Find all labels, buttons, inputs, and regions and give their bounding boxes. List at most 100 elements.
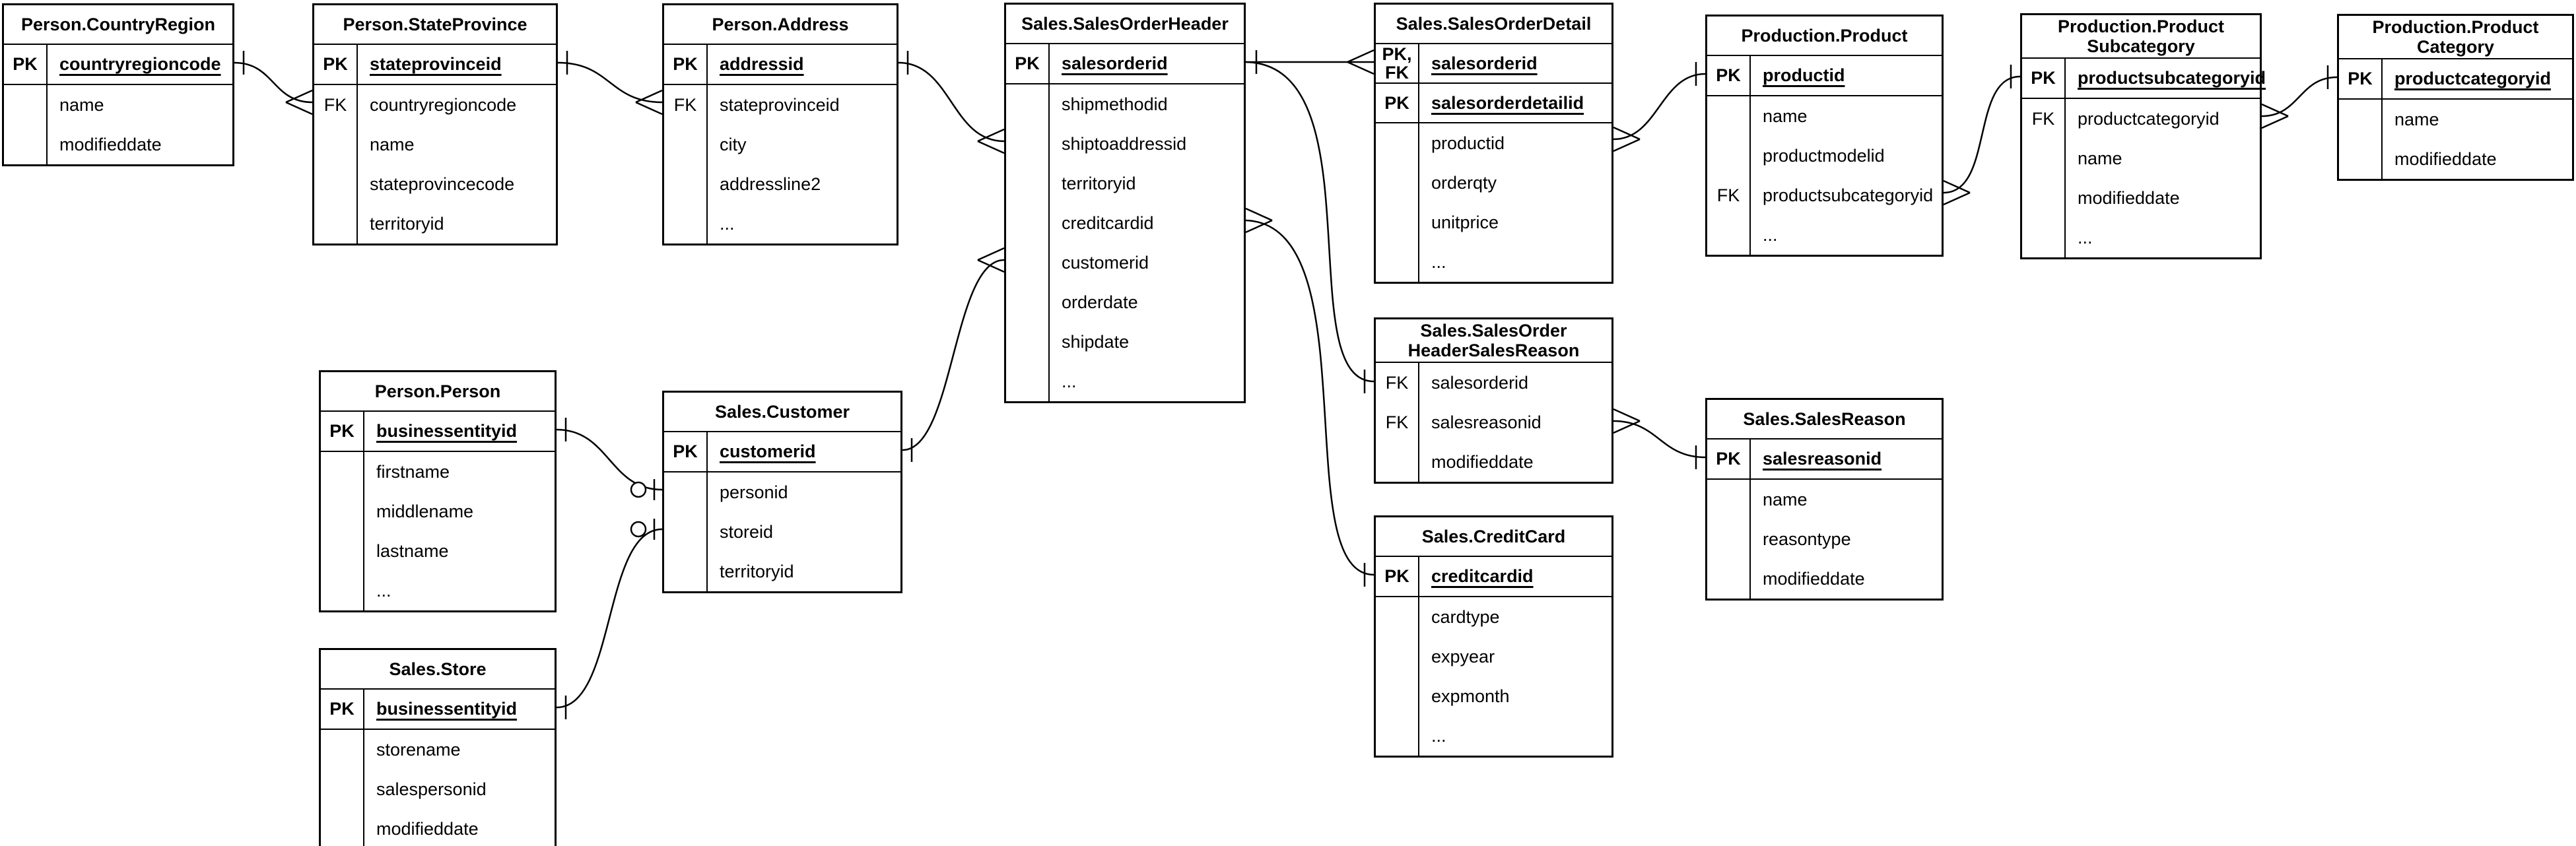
table-row: shipdate bbox=[1006, 322, 1244, 362]
table-row: ... bbox=[1376, 242, 1611, 282]
column-name: cardtype bbox=[1431, 606, 1500, 627]
column-name: shipdate bbox=[1062, 331, 1130, 352]
column-name: name bbox=[59, 94, 104, 115]
key-label bbox=[314, 164, 358, 204]
column-name: creditcardid bbox=[1062, 212, 1154, 233]
column-name: salesorderid bbox=[1431, 372, 1529, 393]
column-name: productcategoryid bbox=[2394, 69, 2552, 88]
table-row: territoryid bbox=[1006, 164, 1244, 203]
column-name: personid bbox=[720, 482, 788, 502]
column-name: productmodelid bbox=[1763, 145, 1885, 166]
key-label bbox=[664, 204, 708, 244]
edge-address-salesorderheader bbox=[898, 51, 1005, 154]
key-label: PK bbox=[1376, 84, 1419, 122]
table-row: modifieddate bbox=[4, 125, 232, 164]
column-name: addressid bbox=[720, 54, 804, 74]
column-name: stateprovinceid bbox=[720, 94, 840, 115]
table-row: territoryid bbox=[664, 552, 900, 591]
column-name: salesorderid bbox=[1431, 53, 1538, 73]
key-label: PK bbox=[321, 412, 364, 451]
key-label bbox=[321, 531, 364, 571]
column-name: expyear bbox=[1431, 646, 1495, 667]
column-name: addressline2 bbox=[720, 174, 821, 194]
column-name: salesorderdetailid bbox=[1431, 92, 1584, 113]
edge-productsubcategory-productcategory bbox=[2261, 65, 2338, 129]
column-name: businessentityid bbox=[376, 421, 518, 441]
column-name: productid bbox=[1431, 133, 1505, 153]
column-name: customerid bbox=[1062, 252, 1149, 273]
key-label: PK bbox=[1707, 439, 1751, 478]
table-row: modifieddate bbox=[1707, 559, 1942, 599]
entity-title: Person.CountryRegion bbox=[4, 5, 232, 45]
edge-stateprovince-address bbox=[557, 51, 663, 115]
table-row: ... bbox=[1707, 215, 1942, 255]
column-name: modifieddate bbox=[59, 134, 162, 154]
table-row: PK businessentityid bbox=[321, 412, 555, 452]
key-label bbox=[1707, 215, 1751, 255]
table-row: customerid bbox=[1006, 243, 1244, 282]
table-row: name bbox=[2339, 100, 2572, 139]
column-name: salespersonid bbox=[376, 779, 487, 799]
key-label bbox=[314, 125, 358, 164]
edge-product-productsubcategory bbox=[1943, 65, 2021, 206]
column-name: name bbox=[1763, 106, 1808, 126]
key-label: PK bbox=[664, 432, 708, 471]
key-label bbox=[2339, 100, 2383, 139]
column-name: territoryid bbox=[1062, 173, 1136, 193]
table-row: creditcardid bbox=[1006, 203, 1244, 243]
key-label bbox=[1006, 84, 1050, 124]
key-label: PK bbox=[1707, 56, 1751, 95]
table-row: city bbox=[664, 125, 897, 164]
table-row: storeid bbox=[664, 512, 900, 552]
table-row: ... bbox=[2022, 218, 2260, 257]
edge-salesorderheadersalesreason-salesreason bbox=[1613, 408, 1706, 469]
table-row: ... bbox=[664, 204, 897, 244]
key-label bbox=[1006, 203, 1050, 243]
entity-title: Sales.Customer bbox=[664, 393, 900, 432]
column-name: businessentityid bbox=[376, 699, 518, 719]
column-name: territoryid bbox=[720, 561, 794, 581]
table-row: territoryid bbox=[314, 204, 556, 244]
column-name: productsubcategoryid bbox=[2078, 68, 2266, 88]
key-label bbox=[1707, 519, 1751, 559]
column-name: unitprice bbox=[1431, 212, 1499, 232]
table-row: lastname bbox=[321, 531, 555, 571]
column-name: storename bbox=[376, 739, 461, 760]
table-row: modifieddate bbox=[321, 809, 555, 846]
table-row: name bbox=[4, 85, 232, 125]
table-row: name bbox=[314, 125, 556, 164]
key-label bbox=[321, 571, 364, 610]
key-label bbox=[1376, 637, 1419, 676]
table-row: productmodelid bbox=[1707, 136, 1942, 176]
key-label: FK bbox=[1707, 176, 1751, 215]
key-label: FK bbox=[664, 85, 708, 125]
column-name: shipmethodid bbox=[1062, 94, 1168, 114]
edge-countryregion-stateprovince bbox=[234, 51, 313, 115]
edge-person-customer bbox=[556, 418, 663, 500]
table-row: expmonth bbox=[1376, 676, 1611, 716]
table-row: reasontype bbox=[1707, 519, 1942, 559]
column-name: ... bbox=[720, 213, 735, 234]
key-label bbox=[321, 452, 364, 492]
column-name: shiptoaddressid bbox=[1062, 133, 1187, 154]
table-row: modifieddate bbox=[2339, 139, 2572, 179]
key-label bbox=[1376, 242, 1419, 282]
table-row: productid bbox=[1376, 123, 1611, 163]
table-row: name bbox=[1707, 480, 1942, 519]
edge-customer-salesorderheader bbox=[902, 247, 1005, 462]
key-label: PK bbox=[4, 45, 48, 84]
key-label bbox=[1376, 163, 1419, 203]
key-label bbox=[664, 125, 708, 164]
